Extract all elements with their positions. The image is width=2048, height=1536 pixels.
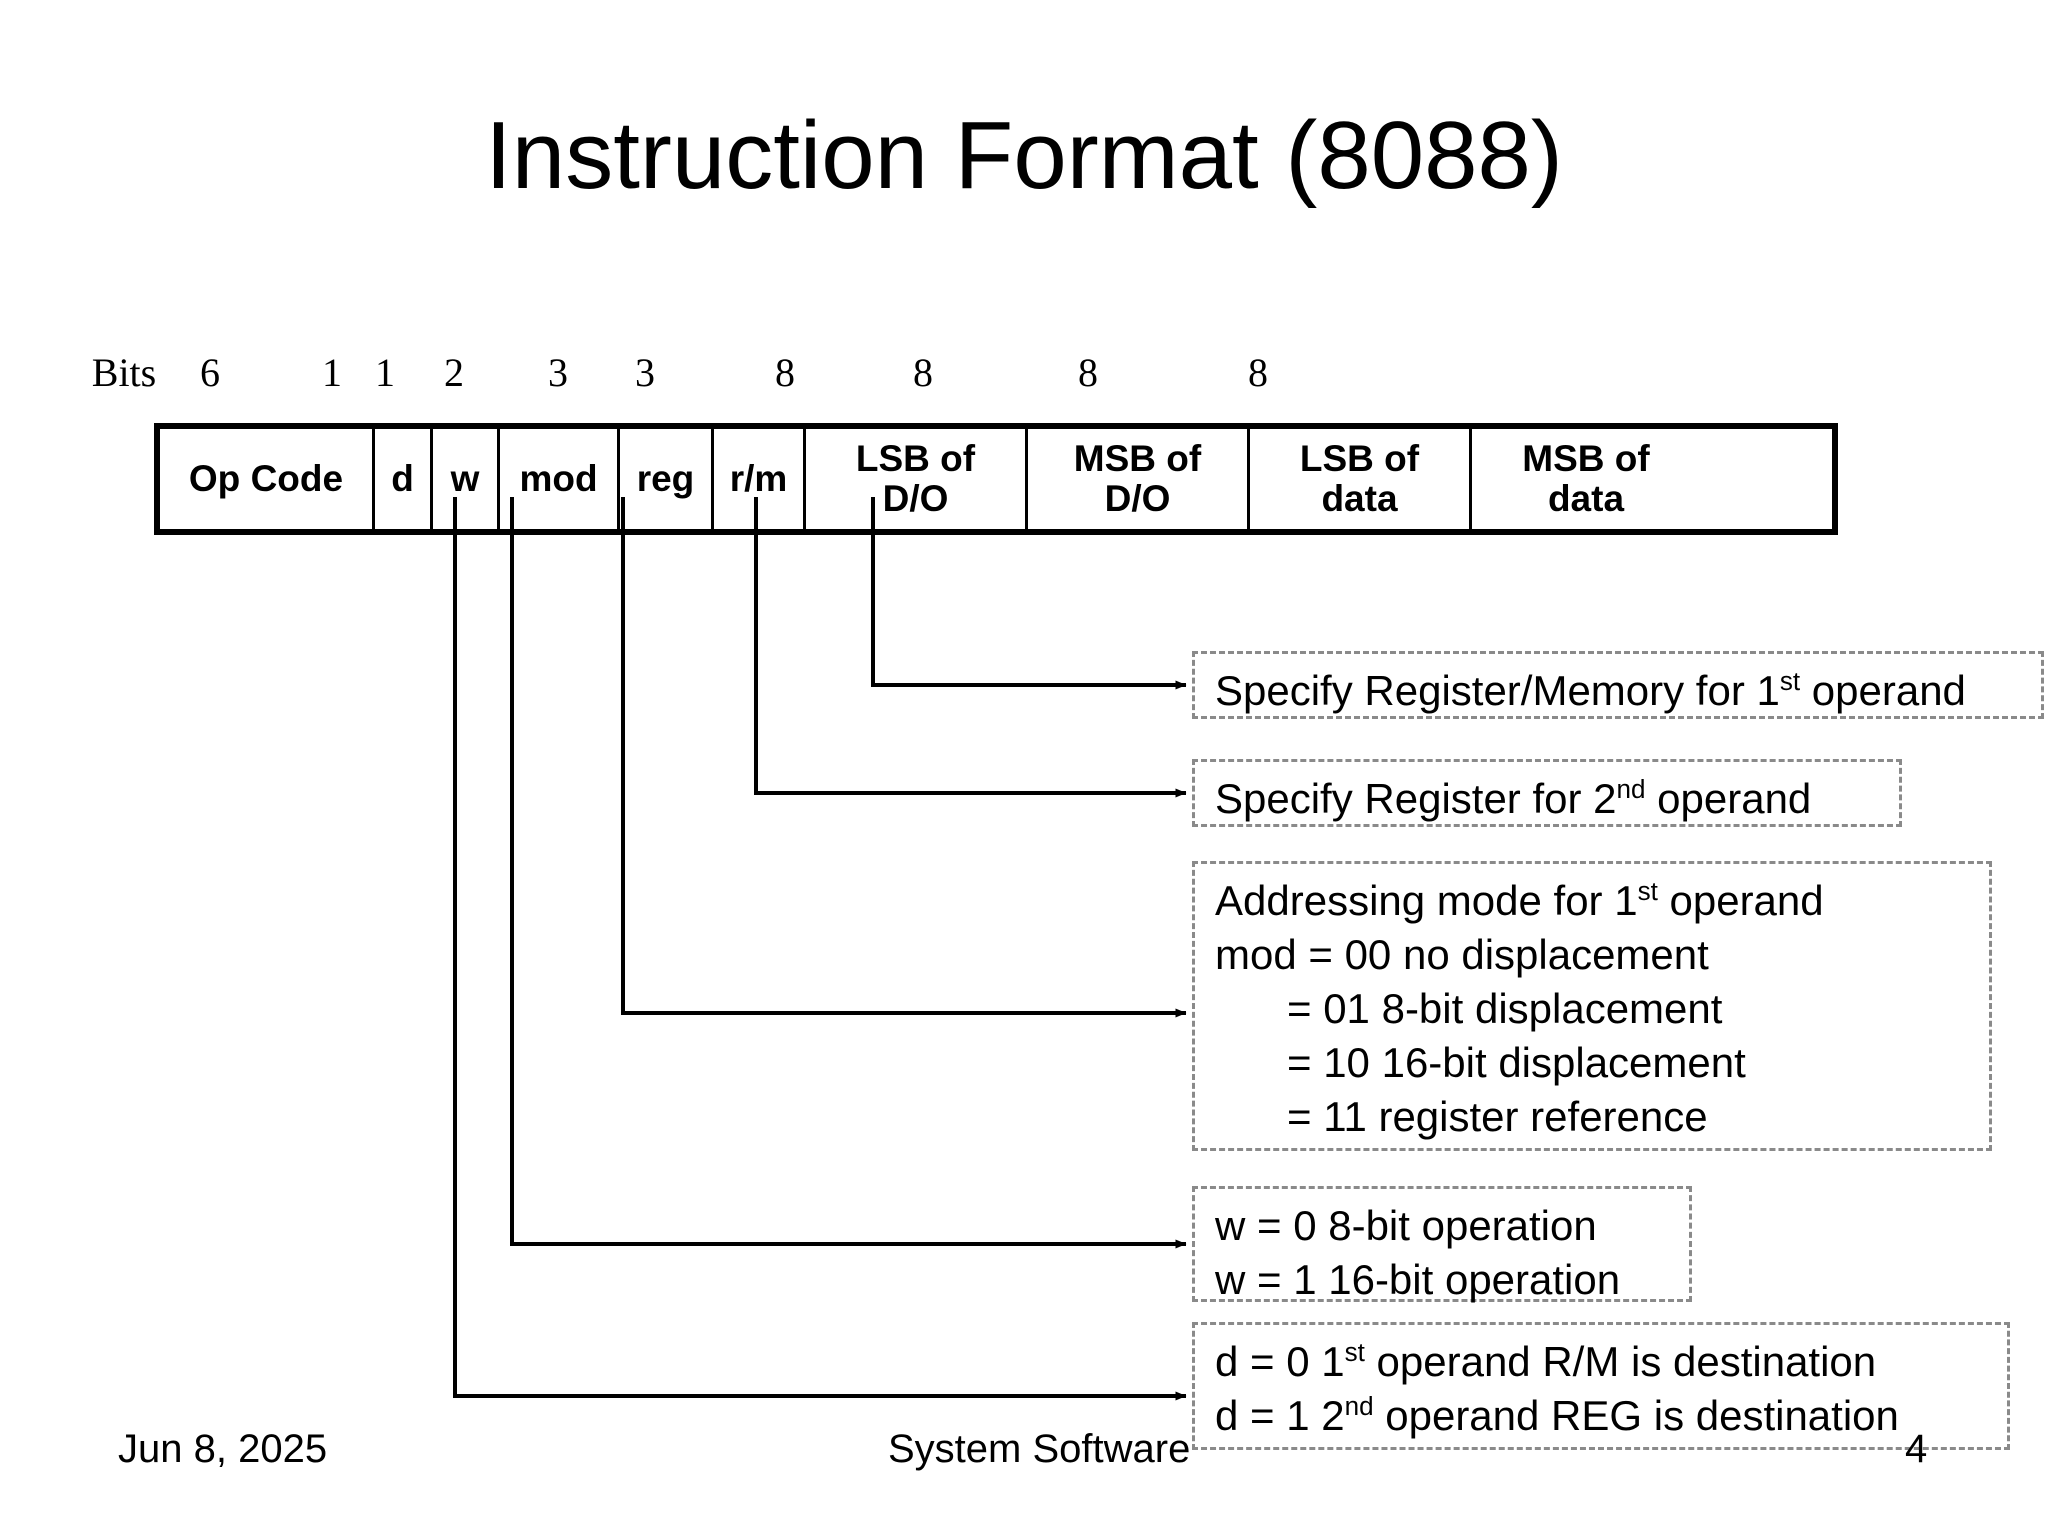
callout-reg-line1-a: Specify Register for 2: [1215, 775, 1617, 822]
callout-reg-line1-b: operand: [1645, 775, 1812, 822]
connector-d: [453, 497, 1187, 1401]
callout-rm-line1-sup: st: [1779, 666, 1801, 696]
callout-w: w = 0 8-bit operation w = 1 16-bit opera…: [1192, 1186, 1692, 1303]
callout-mod-line3: = 01 8-bit displacement: [1287, 985, 1723, 1032]
callout-d-line1-b: operand R/M is destination: [1364, 1338, 1877, 1385]
field-cell-lsb-do[interactable]: LSB of D/O: [806, 429, 1028, 529]
bits-count-mod: 2: [444, 350, 464, 395]
callout-d-line2-sup: nd: [1344, 1391, 1374, 1421]
bits-count-rm: 3: [635, 350, 655, 395]
callout-mod-line1-b: operand: [1657, 877, 1824, 924]
bits-count-reg: 3: [548, 350, 568, 395]
callout-w-line1: w = 0 8-bit operation: [1215, 1202, 1597, 1249]
instruction-format-table: Op Code d w mod reg r/m LSB of D/O MSB o…: [154, 423, 1838, 535]
callout-mod-line5: = 11 register reference: [1287, 1093, 1708, 1140]
bits-header-label: Bits: [91, 350, 157, 395]
callout-reg: Specify Register for 2nd operand: [1192, 759, 1902, 827]
callout-d: d = 0 1st operand R/M is destination d =…: [1192, 1322, 2010, 1450]
callout-mod-line4: = 10 16-bit displacement: [1287, 1039, 1746, 1086]
callout-d-line1-a: d = 0 1: [1215, 1338, 1345, 1385]
callout-d-line1-sup: st: [1344, 1337, 1365, 1367]
callout-mod-line4-wrap: = 10 16-bit displacement: [1215, 1036, 1975, 1090]
callout-d-line2: d = 1 2nd operand REG is destination: [1215, 1389, 1993, 1443]
connector-w: [510, 497, 1187, 1249]
footer-date: Jun 8, 2025: [118, 1427, 328, 1471]
bits-count-w: 1: [375, 350, 395, 395]
callout-d-line1: d = 0 1st operand R/M is destination: [1215, 1335, 1993, 1389]
connector-mod: [621, 497, 1187, 1018]
bits-count-lsb-do: 8: [775, 350, 795, 395]
field-cell-lsb-data[interactable]: LSB of data: [1250, 429, 1472, 529]
callout-mod-line5-wrap: = 11 register reference: [1215, 1090, 1975, 1144]
callout-rm-line1-a: Specify Register/Memory for 1: [1215, 667, 1780, 714]
callout-rm-line1: Specify Register/Memory for 1st operand: [1215, 664, 2027, 718]
callout-mod-line1: Addressing mode for 1st operand: [1215, 874, 1975, 928]
callout-rm-line1-b: operand: [1800, 667, 1966, 714]
connector-reg: [754, 497, 1187, 798]
callout-w-line2: w = 1 16-bit operation: [1215, 1256, 1621, 1303]
field-cell-d[interactable]: d: [375, 429, 433, 529]
bits-count-msb-data: 8: [1248, 350, 1268, 395]
field-cell-w[interactable]: w: [433, 429, 500, 529]
footer-page-number: 4: [1905, 1427, 1928, 1471]
callout-reg-line1: Specify Register for 2nd operand: [1215, 772, 1885, 826]
callout-mod-line2: mod = 00 no displacement: [1215, 931, 1709, 978]
field-cell-op-code[interactable]: Op Code: [160, 429, 375, 529]
callout-reg-line1-sup: nd: [1616, 774, 1646, 804]
callout-d-line2-b: operand REG is destination: [1373, 1392, 1899, 1439]
callout-mod-line1-a: Addressing mode for 1: [1215, 877, 1638, 924]
field-cell-msb-do[interactable]: MSB of D/O: [1028, 429, 1250, 529]
page-title: Instruction Format (8088): [485, 102, 1563, 209]
callout-mod-line3-wrap: = 01 8-bit displacement: [1215, 982, 1975, 1036]
callout-rm: Specify Register/Memory for 1st operand: [1192, 651, 2044, 719]
field-cell-msb-data[interactable]: MSB of data: [1522, 438, 1650, 519]
bits-count-msb-do: 8: [913, 350, 933, 395]
footer-deck-title: System Software: [888, 1427, 1191, 1471]
bits-count-lsb-data: 8: [1078, 350, 1098, 395]
callout-mod-line1-sup: st: [1637, 876, 1658, 906]
callout-d-line2-a: d = 1 2: [1215, 1392, 1345, 1439]
callout-mod: Addressing mode for 1st operand mod = 00…: [1192, 861, 1992, 1151]
bits-count-op-code: 6: [200, 350, 220, 395]
field-cell-mod[interactable]: mod: [500, 429, 620, 529]
field-cell-reg[interactable]: reg: [620, 429, 714, 529]
field-cell-rm[interactable]: r/m: [714, 429, 806, 529]
bits-count-d: 1: [322, 350, 342, 395]
